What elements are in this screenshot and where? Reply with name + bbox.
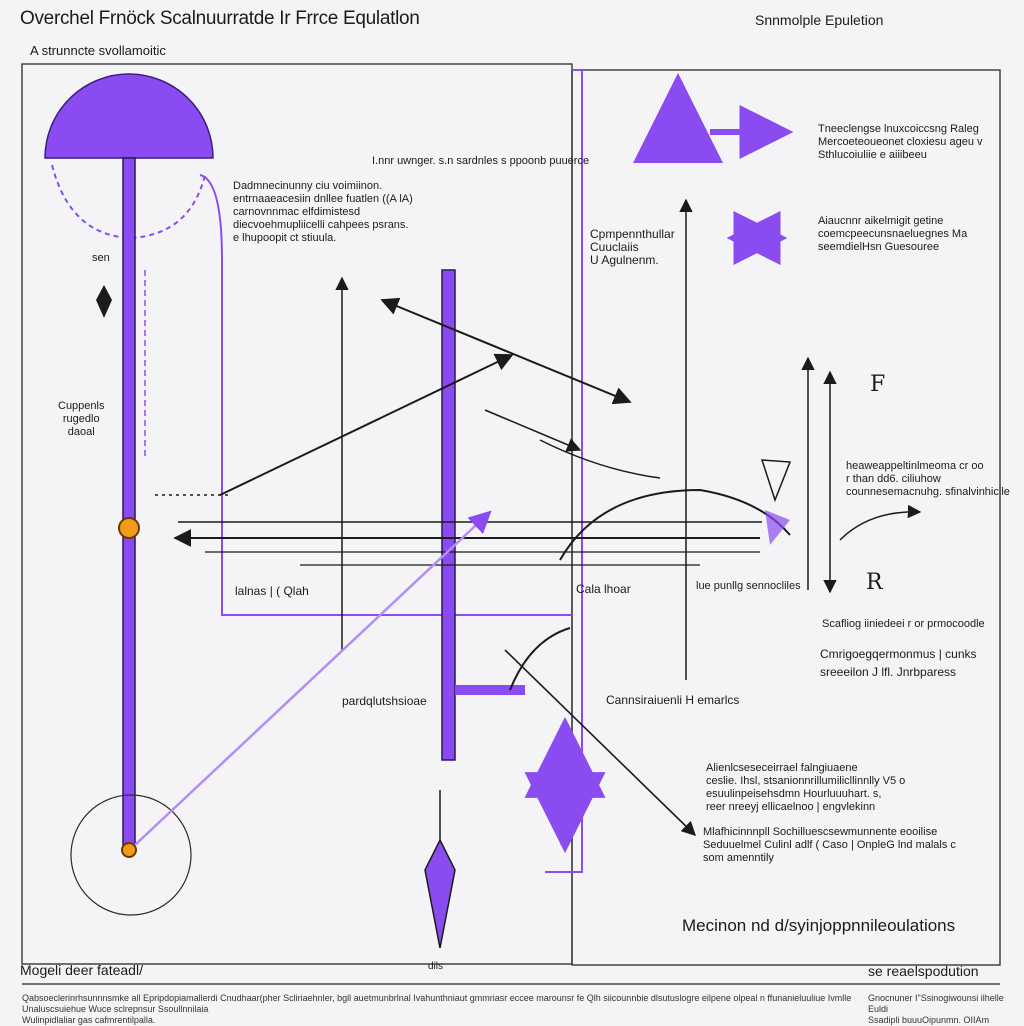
diag-arrow-4 <box>539 439 661 479</box>
bottom-mid-label: lalnas | ( Qlah <box>235 584 309 598</box>
page-title: Overchel Frnöck Scalnuurratde Ir Frrce E… <box>20 8 420 29</box>
diag-purple-line <box>134 510 492 846</box>
small-arc <box>509 627 571 691</box>
pivot-upper <box>118 517 140 539</box>
top-left-label: A strunncte svollamoitic <box>30 43 166 58</box>
right-mid-text: Aiaucnnr aikelmigit getine coemcpeecunsn… <box>818 215 968 253</box>
swing-arc <box>51 164 206 240</box>
path-circle <box>70 794 192 916</box>
left-mid-label: Cuppenls rugedlo daoal <box>58 400 105 438</box>
footer-left-text: Qabsoeclerinrhsunnnsmke all Epripdopiama… <box>22 993 852 1025</box>
diamond-weight <box>424 838 456 949</box>
mark-triangle <box>760 459 792 503</box>
pendulum-rod <box>122 157 136 849</box>
wire-right <box>545 69 583 873</box>
left-small-label: sen <box>92 252 110 264</box>
pivot-lower <box>121 842 137 858</box>
footer-right-heading: se reaelspodution <box>868 963 979 979</box>
left-block: Dadmnecinunny ciu voimiinon. entrnaaeace… <box>233 180 413 244</box>
footer-center-mark: dils <box>428 961 444 972</box>
right-title: Snnmolple Epuletion <box>755 12 884 28</box>
center-post <box>441 269 456 761</box>
component-label: Cpmpennthullar Cuuclaiis U Agulnenm. <box>590 227 675 267</box>
right-arc-arrow <box>839 504 922 541</box>
right-bottom-b: Mlafhicinnnpll Sochilluescsewmunnente eo… <box>703 826 956 864</box>
mark-drop <box>96 285 112 318</box>
right-frame <box>571 69 1001 966</box>
constraint-label: Cannsiraiuenli H emarlcs <box>606 693 740 707</box>
right-force-text: heaweappeltinlmeoma cr oo r than dd6. ci… <box>846 460 1010 498</box>
center-bottom-label: pardqlutshsioae <box>342 694 427 708</box>
footer-left-heading: Mogeli deer fateadl/ <box>20 962 143 978</box>
diag-arrow-5 <box>504 649 697 837</box>
right-top-text: Tneeclengse lnuxcoiccsng Raleg Mercoeteo… <box>818 123 983 161</box>
center-caption: I.nnr uwnger. s.n sardnles s ppoonb puue… <box>372 155 590 167</box>
diag-arrow-2 <box>380 297 632 405</box>
curved-arc <box>559 488 791 561</box>
diag-arrow-1 <box>219 353 514 496</box>
dome-bob <box>44 73 214 159</box>
pp-label: lue punllg sennocliles <box>696 580 801 592</box>
force-glyph-r: R <box>866 570 883 595</box>
right-sc2-text: Cmrigoegqermonmus | cunks sreeeilon J lf… <box>820 647 977 679</box>
footer-right-text: Gnocnuner I"Ssinogiwounsi ilhelle Euldi … <box>868 993 1004 1025</box>
mark-purple-triangle <box>765 510 790 545</box>
cc-label: Cala lhoar <box>576 582 631 596</box>
diag-arrow-3 <box>484 409 582 452</box>
wire-left <box>199 174 572 616</box>
force-glyph-f: F <box>870 372 886 397</box>
right-bottom-a: Alienlcseseceirrael falngiuaene ceslie. … <box>706 762 906 813</box>
right-sc-text: Scafliog iiniedeei r or prmocoodle <box>822 618 985 630</box>
bottom-right-heading: Mecinon nd d/syinjoppnnileoulations <box>682 916 956 935</box>
